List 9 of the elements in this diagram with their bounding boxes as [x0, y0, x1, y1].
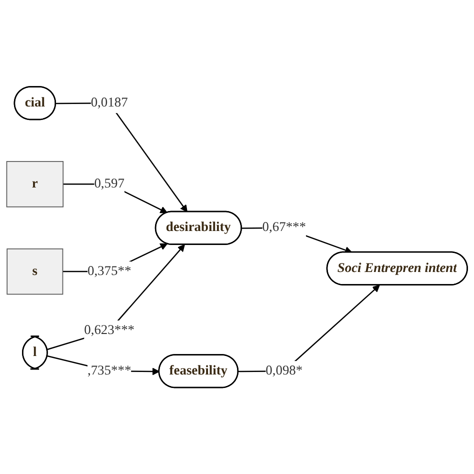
edge-label: 0,597 [94, 176, 124, 191]
edge-label: ,735*** [87, 363, 132, 378]
edge-label: 0,375** [87, 264, 132, 278]
node-box: s [6, 248, 64, 295]
edge-label: 0,0187 [90, 95, 128, 110]
edge-label: 0,67*** [262, 220, 306, 234]
edge-label: 0,623*** [84, 322, 135, 338]
edge-label: 0,098* [266, 363, 303, 378]
node-box: r [6, 160, 64, 208]
